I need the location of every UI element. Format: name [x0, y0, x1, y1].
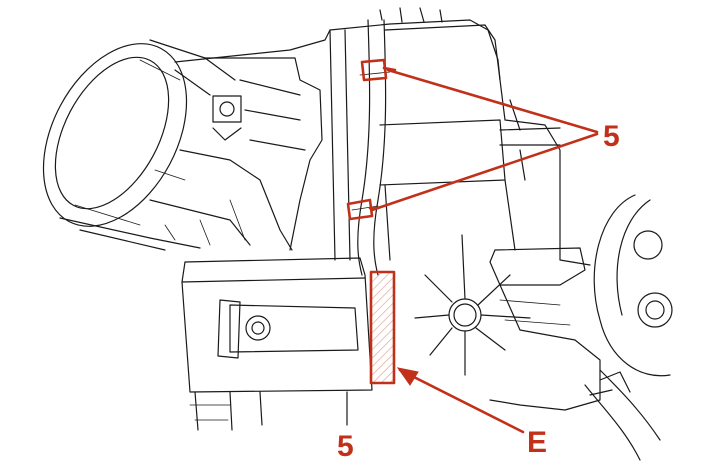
callout-5-lower: 5	[337, 430, 354, 463]
leader-lines	[346, 68, 599, 434]
retaining-clip-upper	[360, 58, 397, 82]
lower-housing	[181, 257, 373, 431]
callout-e: E	[527, 426, 547, 459]
motor-assembly	[584, 194, 673, 461]
blower-wheel	[414, 234, 531, 376]
right-housing	[379, 24, 601, 411]
cable-hose	[351, 19, 391, 276]
seal-panel-e	[369, 270, 396, 385]
air-inlet-duct	[42, 39, 236, 251]
upper-housing	[149, 7, 501, 261]
callout-5-clips: 5	[603, 120, 620, 153]
